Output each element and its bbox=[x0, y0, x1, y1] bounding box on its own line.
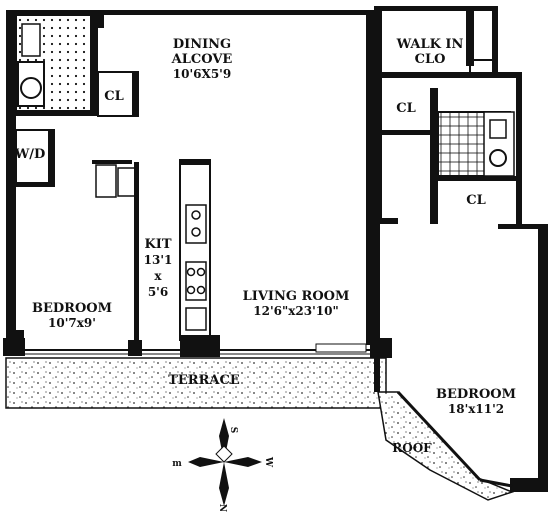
compass-needle-left bbox=[188, 457, 224, 467]
label-closet-top: CL bbox=[104, 89, 124, 104]
washer-dryer bbox=[15, 129, 55, 187]
compass-label-left: m bbox=[172, 459, 182, 469]
label-living-room: LIVING ROOM 12'6"x23'10" bbox=[243, 289, 350, 318]
svg-text:18'x11'2: 18'x11'2 bbox=[448, 402, 504, 416]
label-kitchen: KIT 13'1 x 5'6 bbox=[144, 237, 173, 299]
bathroom-left bbox=[15, 14, 98, 116]
compass-needle-bottom bbox=[219, 462, 229, 506]
svg-text:CLO: CLO bbox=[415, 52, 446, 67]
svg-text:KIT: KIT bbox=[144, 237, 171, 252]
terrace-area bbox=[5, 357, 387, 409]
svg-text:BEDROOM: BEDROOM bbox=[436, 387, 516, 402]
compass-needle-right bbox=[224, 457, 262, 467]
compass-label-top: S bbox=[228, 427, 238, 434]
svg-text:DINING: DINING bbox=[173, 37, 231, 52]
svg-text:LIVING ROOM: LIVING ROOM bbox=[243, 289, 350, 304]
compass-label-right: W bbox=[263, 456, 273, 468]
compass-rose: S N W m bbox=[172, 418, 273, 512]
label-closet-right-upper: CL bbox=[396, 101, 416, 116]
svg-text:WALK IN: WALK IN bbox=[396, 37, 464, 52]
closet-top bbox=[97, 71, 139, 117]
compass-needle-top bbox=[219, 418, 229, 462]
kitchen-walls bbox=[92, 159, 220, 357]
label-washer-dryer: W/D bbox=[14, 147, 46, 162]
window-line bbox=[24, 343, 370, 355]
svg-text:10'6X5'9: 10'6X5'9 bbox=[173, 67, 231, 81]
label-terrace: TERRACE bbox=[168, 373, 240, 388]
label-roof: ROOF bbox=[392, 441, 432, 455]
svg-text:5'6: 5'6 bbox=[148, 285, 168, 299]
svg-text:BEDROOM: BEDROOM bbox=[32, 301, 112, 316]
label-walk-in-closet: WALK IN CLO bbox=[396, 37, 464, 67]
svg-text:ALCOVE: ALCOVE bbox=[171, 52, 233, 67]
label-dining: DINING ALCOVE 10'6X5'9 bbox=[171, 37, 233, 81]
svg-text:x: x bbox=[154, 269, 162, 283]
svg-text:13'1: 13'1 bbox=[144, 253, 173, 267]
bathroom-right bbox=[437, 111, 515, 177]
svg-text:10'7x9': 10'7x9' bbox=[48, 316, 96, 330]
label-bedroom-left: BEDROOM 10'7x9' bbox=[32, 301, 112, 330]
label-closet-right-lower: CL bbox=[466, 193, 486, 208]
compass-label-bottom: N bbox=[217, 504, 227, 512]
svg-text:12'6"x23'10": 12'6"x23'10" bbox=[253, 304, 338, 318]
right-unit-walls bbox=[374, 6, 548, 492]
label-bedroom-right: BEDROOM 18'x11'2 bbox=[436, 387, 516, 416]
